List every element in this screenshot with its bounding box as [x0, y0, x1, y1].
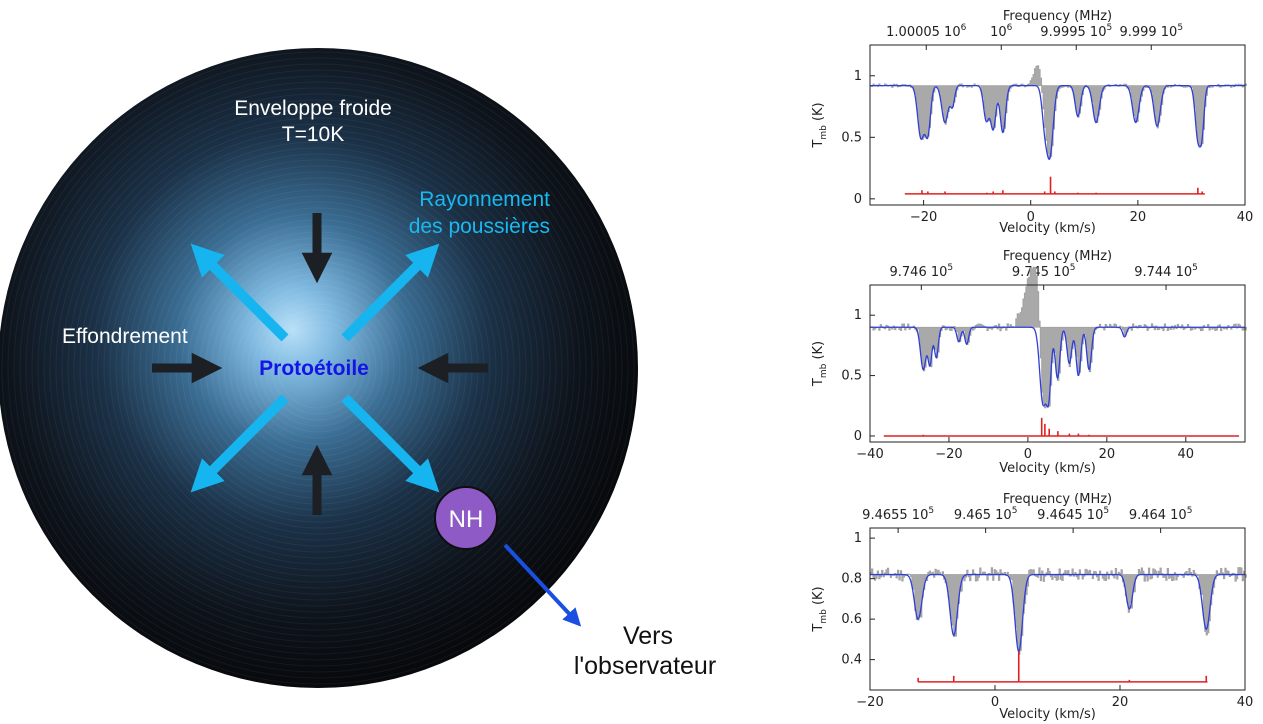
- velocity-tick-label: −20: [856, 695, 883, 710]
- frequency-tick-label: 9.744 105: [1134, 263, 1198, 280]
- model-fit-line: [870, 573, 1245, 653]
- velocity-axis-label: Velocity (km/s): [999, 707, 1096, 722]
- observer-arrow: [503, 543, 582, 627]
- nh-label: NH: [449, 506, 484, 533]
- plot-frame: [869, 44, 1246, 206]
- velocity-axis-label: Velocity (km/s): [999, 461, 1096, 476]
- temperature-tick-label: 1: [854, 308, 862, 323]
- collapse-label: Effondrement: [62, 325, 188, 348]
- model-fit-line: [870, 84, 1245, 161]
- spectrum-panel-1: Frequency (MHz) 1.00005 106 106 9.9995 105 9…: [811, 9, 1253, 236]
- observed-spectrum: [869, 567, 1247, 655]
- radiation-arrow-up-left: [190, 243, 289, 342]
- velocity-tick-label: −20: [935, 447, 962, 462]
- temperature-tick-label: 0.5: [841, 369, 862, 384]
- velocity-tick-label: 40: [1237, 695, 1254, 710]
- spectra-panels: Frequency (MHz) 1.00005 106 106 9.9995 105 9…: [811, 9, 1253, 722]
- velocity-tick-label: 0: [1027, 210, 1035, 225]
- velocity-tick-label: 0: [991, 695, 999, 710]
- frequency-tick-label: 9.4645 105: [1037, 506, 1109, 523]
- frequency-tick-label: 9.745 105: [1012, 263, 1076, 280]
- frequency-tick-label: 9.465 105: [954, 506, 1018, 523]
- spectrum-panel-3: Frequency (MHz) 9.4655 105 9.465 105 9.4645…: [811, 492, 1253, 722]
- protostar-label: Protoétoile: [259, 357, 369, 380]
- radiation-arrow-down-right: [341, 394, 440, 493]
- plot-frame: [869, 527, 1246, 691]
- plot-frame: [869, 284, 1246, 443]
- temperature-tick-label: 0.6: [841, 612, 862, 627]
- temperature-tick-label: 0.5: [841, 130, 862, 145]
- frequency-tick-label: 1.00005 106: [886, 23, 966, 40]
- frequency-tick-label: 9.999 105: [1119, 23, 1183, 40]
- frequency-axis-label: Frequency (MHz): [1003, 9, 1112, 24]
- frequency-axis-label: Frequency (MHz): [1003, 249, 1112, 264]
- radiation-label-line2: des poussières: [409, 215, 550, 238]
- observer-label-line2: l'observateur: [574, 652, 716, 680]
- observed-spectrum: [869, 65, 1247, 159]
- velocity-tick-label: 20: [1130, 210, 1147, 225]
- frequency-tick-label: 9.746 105: [890, 263, 954, 280]
- observer-label-line1: Vers: [623, 622, 673, 650]
- spectrum-panel-2: Frequency (MHz) 9.746 105 9.745 105 9.744 1…: [811, 249, 1247, 476]
- temperature-tick-label: 1: [854, 531, 862, 546]
- velocity-axis-label: Velocity (km/s): [999, 221, 1096, 236]
- velocity-tick-label: 20: [1099, 447, 1116, 462]
- temperature-axis-label: Tmb (K): [811, 102, 829, 148]
- frequency-tick-label: 9.464 105: [1129, 506, 1193, 523]
- velocity-tick-label: −20: [910, 210, 937, 225]
- velocity-tick-label: −40: [856, 447, 883, 462]
- temperature-tick-label: 0.8: [841, 572, 862, 587]
- velocity-tick-label: 20: [1112, 695, 1129, 710]
- temperature-tick-label: 0: [854, 429, 862, 444]
- protostar-diagram: Enveloppe froide T=10K Rayonnement des p…: [0, 48, 716, 688]
- velocity-tick-label: 40: [1237, 210, 1254, 225]
- collapse-arrows: [152, 213, 488, 515]
- frequency-axis-label: Frequency (MHz): [1003, 492, 1112, 507]
- temperature-tick-label: 1: [854, 69, 862, 84]
- envelope-label-line2: T=10K: [282, 123, 344, 146]
- frequency-tick-label: 106: [990, 23, 1013, 40]
- temperature-axis-label: Tmb (K): [811, 341, 829, 387]
- dust-radiation-arrows: [190, 243, 440, 493]
- envelope-label-line1: Enveloppe froide: [234, 97, 392, 120]
- temperature-tick-label: 0: [854, 192, 862, 207]
- frequency-tick-label: 9.4655 105: [862, 506, 934, 523]
- observed-spectrum: [869, 266, 1247, 409]
- radiation-arrow-down-left: [190, 394, 289, 493]
- nh-molecule: [434, 486, 498, 550]
- velocity-tick-label: 0: [1024, 447, 1032, 462]
- velocity-tick-label: 40: [1178, 447, 1195, 462]
- radiation-label-line1: Rayonnement: [419, 188, 550, 211]
- frequency-tick-label: 9.9995 105: [1040, 23, 1112, 40]
- radiation-arrow-up-right: [341, 243, 440, 342]
- temperature-axis-label: Tmb (K): [811, 586, 829, 632]
- model-fit-line: [870, 326, 1245, 408]
- temperature-tick-label: 0.4: [841, 653, 862, 668]
